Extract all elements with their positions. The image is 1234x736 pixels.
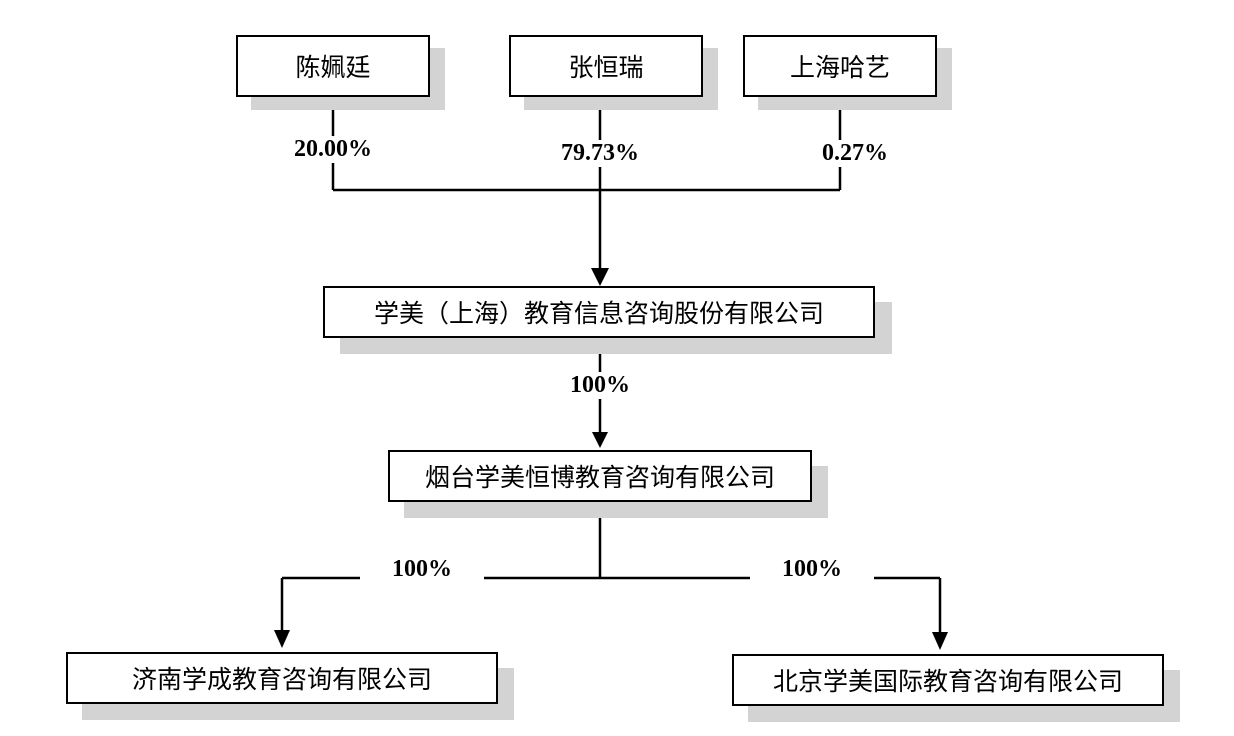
shareholder-name: 上海哈艺 <box>789 53 890 82</box>
shareholder-box-hayi: 上海哈艺 <box>743 35 937 97</box>
shareholder-name: 张恒瑞 <box>568 53 644 82</box>
arrowhead-parent <box>591 268 609 286</box>
shareholder-name: 陈姵廷 <box>295 53 371 82</box>
pct-jinan: 100% <box>360 556 484 583</box>
arrowhead-subsidiary <box>592 432 608 448</box>
child-company-box-beijing: 北京学美国际教育咨询有限公司 <box>732 654 1164 706</box>
pct-hayi: 0.27% <box>800 140 910 167</box>
subsidiary-box: 烟台学美恒博教育咨询有限公司 <box>388 450 812 502</box>
pct-chen: 20.00% <box>273 136 393 163</box>
child-company-box-jinan: 济南学成教育咨询有限公司 <box>66 652 498 704</box>
company-name: 学美（上海）教育信息咨询股份有限公司 <box>373 299 824 328</box>
shareholder-box-chen: 陈姵廷 <box>236 35 430 97</box>
company-name: 北京学美国际教育咨询有限公司 <box>772 667 1123 696</box>
arrowhead-jinan <box>274 630 290 648</box>
company-name: 烟台学美恒博教育咨询有限公司 <box>424 463 775 492</box>
company-name: 济南学成教育咨询有限公司 <box>131 665 432 694</box>
pct-zhang: 79.73% <box>540 140 660 167</box>
pct-beijing: 100% <box>750 556 874 583</box>
arrowhead-beijing <box>932 632 948 650</box>
parent-company-box: 学美（上海）教育信息咨询股份有限公司 <box>323 286 875 338</box>
shareholder-box-zhang: 张恒瑞 <box>509 35 703 97</box>
pct-parent-to-subsidiary: 100% <box>550 372 650 399</box>
